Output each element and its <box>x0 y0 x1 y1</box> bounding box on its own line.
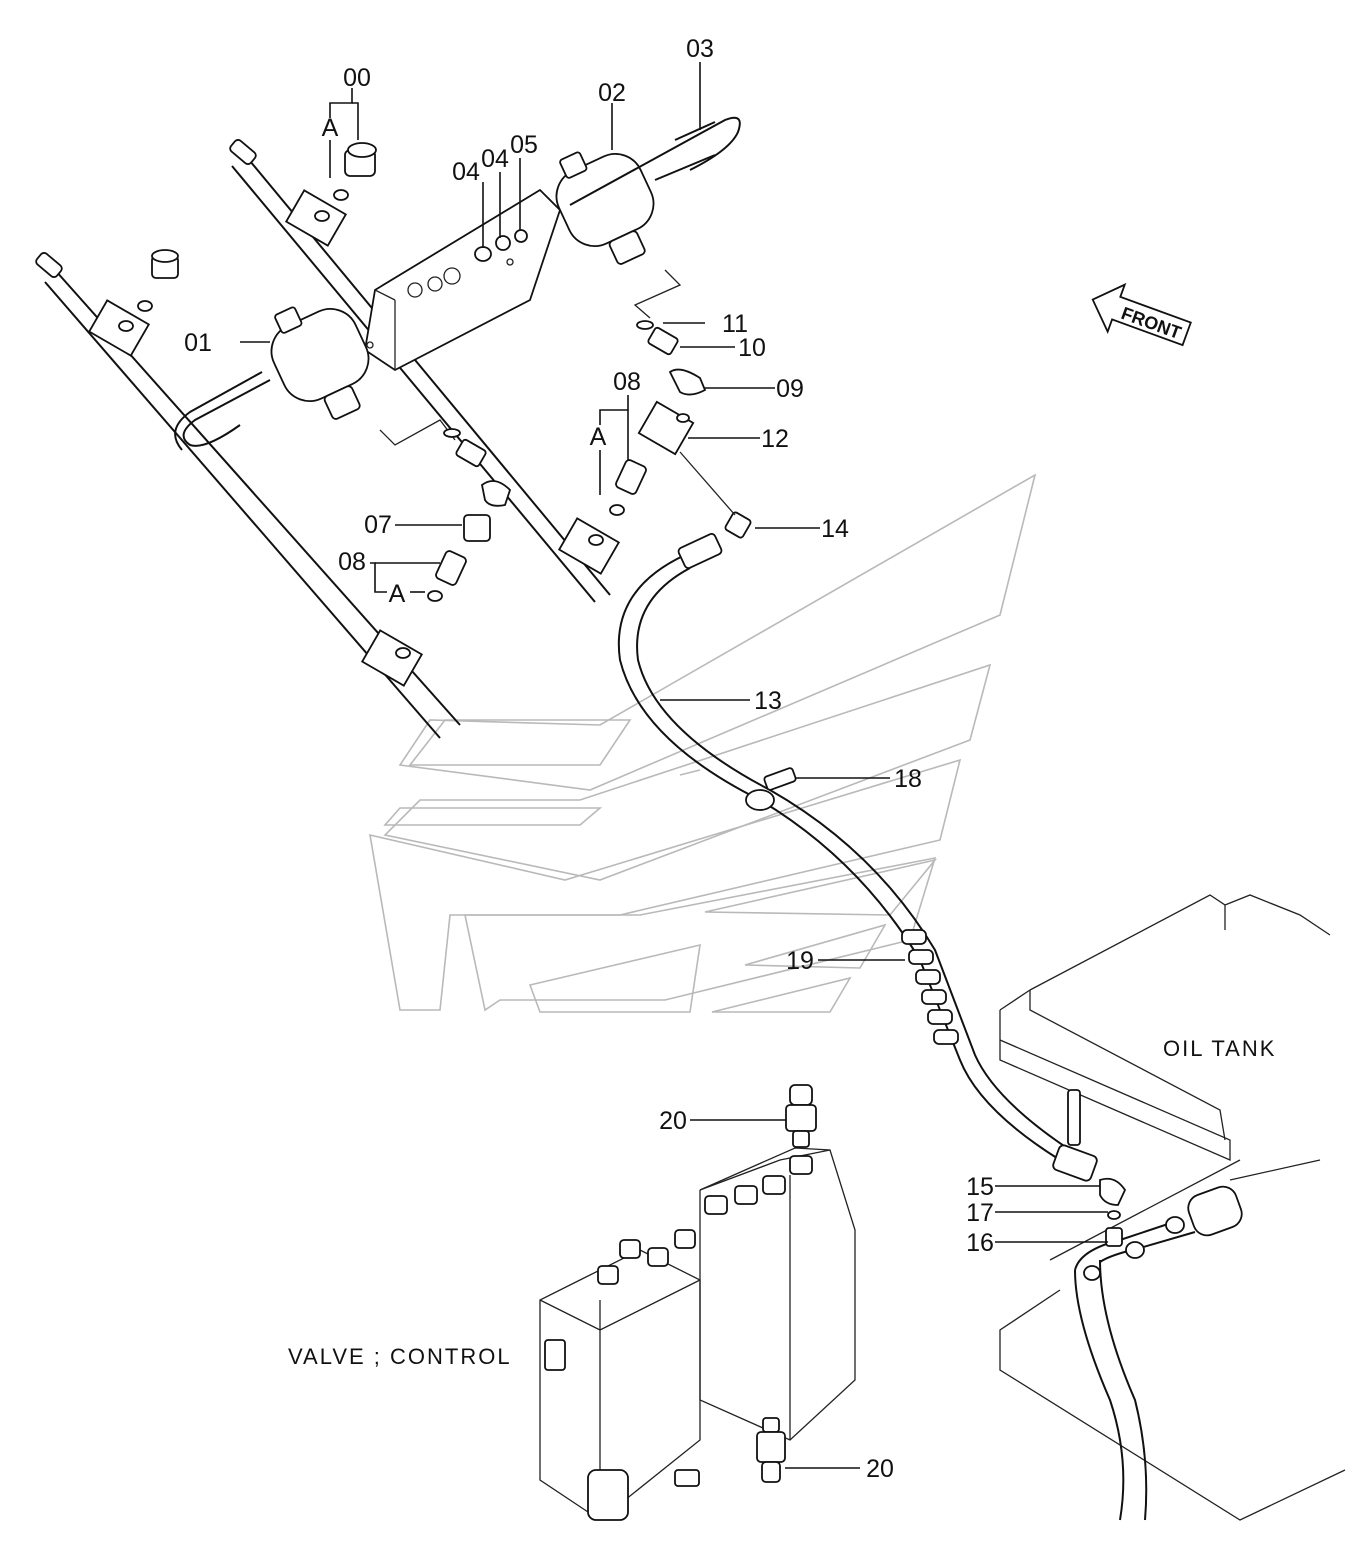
label-08b: 08 <box>338 548 366 576</box>
u-bolt-01 <box>174 371 271 451</box>
label-12: 12 <box>761 425 789 453</box>
pressure-switch-01 <box>270 306 456 446</box>
label-04b: 04 <box>481 145 509 173</box>
label-17: 17 <box>966 1199 994 1227</box>
label-04a: 04 <box>452 158 480 186</box>
clamp-18 <box>745 767 797 811</box>
label-08a: 08 <box>613 368 641 396</box>
label-19: 19 <box>786 947 814 975</box>
nuts-washer <box>474 229 528 262</box>
leader-lines <box>240 62 1108 1469</box>
label-11: 11 <box>722 310 748 338</box>
label-16: 16 <box>966 1229 994 1257</box>
fittings-chain-left <box>427 428 512 602</box>
label-07: 07 <box>364 511 392 539</box>
label-a-mid: A <box>590 423 607 451</box>
oil-tank-label: OIL TANK <box>1163 1036 1276 1061</box>
watermark-logo <box>369 473 1037 1013</box>
oil-tank <box>999 894 1346 1521</box>
label-13: 13 <box>754 687 782 715</box>
label-05: 05 <box>510 131 538 159</box>
fittings-chain-right <box>609 320 752 539</box>
label-20b: 20 <box>866 1455 894 1483</box>
fittings-15-16-17 <box>1099 1177 1127 1247</box>
label-20a: 20 <box>659 1107 687 1135</box>
pressure-switch-20-lower <box>756 1417 786 1483</box>
label-14: 14 <box>821 515 849 543</box>
middle-pipe-assembly <box>229 139 621 603</box>
part-number-labels: 00 A 01 02 03 04 04 05 11 10 09 08 A 12 … <box>184 35 994 1483</box>
front-arrow-icon: FRONT <box>1091 282 1192 347</box>
label-00: 00 <box>343 64 371 92</box>
label-a-top: A <box>322 114 339 142</box>
u-bolt-03 <box>569 116 741 206</box>
label-02: 02 <box>598 79 626 107</box>
label-09: 09 <box>776 375 804 403</box>
mounting-bracket <box>364 188 562 372</box>
left-pipe-assembly <box>35 249 461 739</box>
label-10: 10 <box>738 334 766 362</box>
pressure-switch-20-upper <box>785 1084 817 1148</box>
label-15: 15 <box>966 1173 994 1201</box>
hose-sleeve-19 <box>901 929 959 1045</box>
pressure-switch-02 <box>555 151 682 319</box>
label-03: 03 <box>686 35 714 63</box>
label-18: 18 <box>894 765 922 793</box>
label-01: 01 <box>184 329 212 357</box>
valve-control-label: VALVE ; CONTROL <box>288 1344 512 1369</box>
hose-13 <box>617 532 1098 1182</box>
label-a-low: A <box>389 580 406 608</box>
control-valve <box>539 1147 856 1521</box>
